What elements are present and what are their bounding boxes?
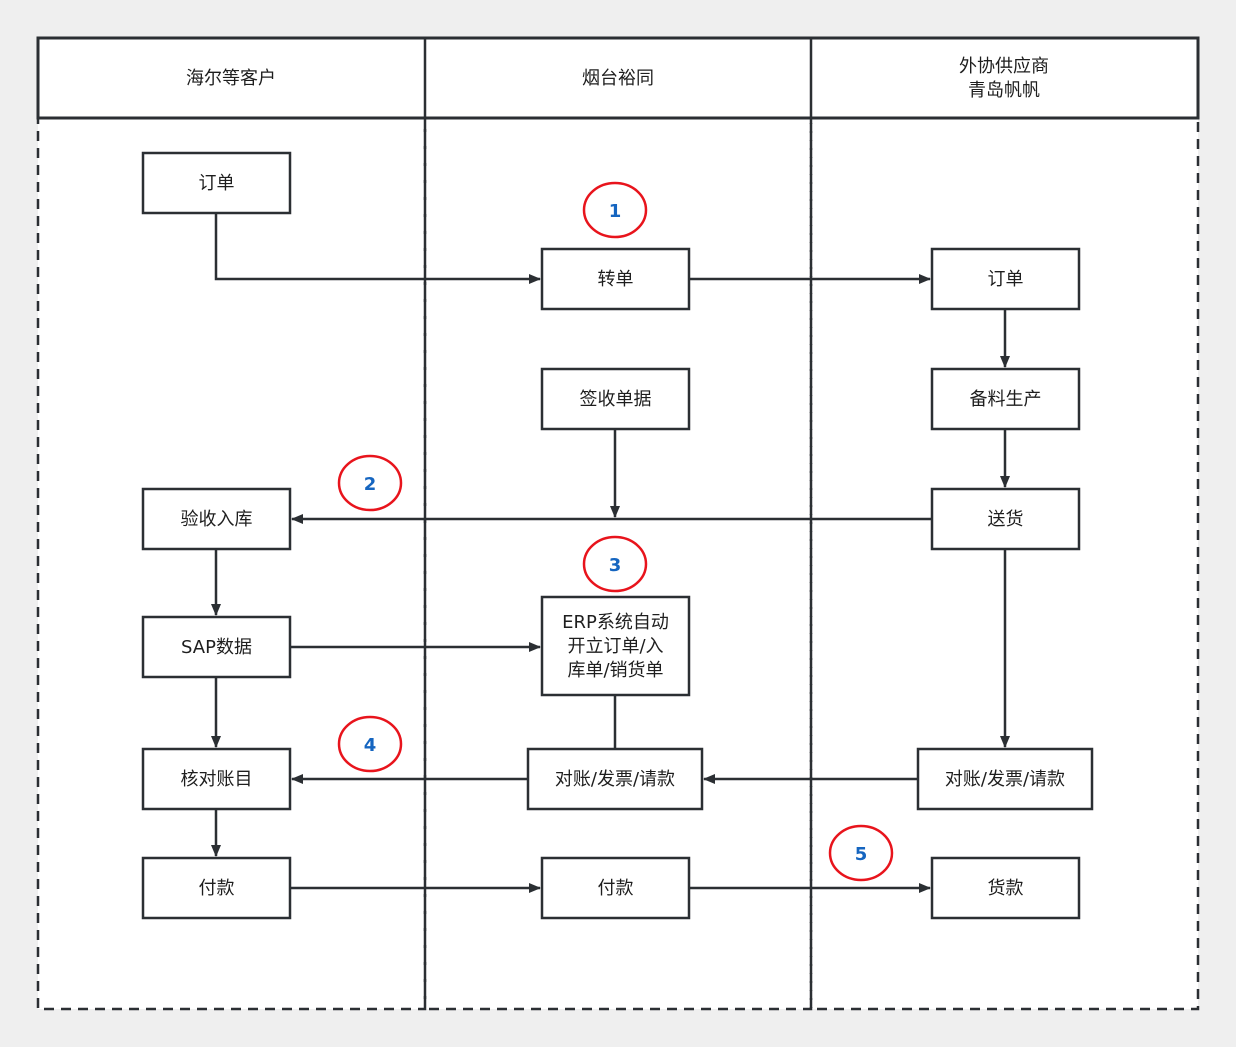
edge-order-to-transfer <box>214 213 541 284</box>
node-label-line: 送货 <box>988 509 1024 530</box>
node-box <box>141 487 292 551</box>
marker-number: 5 <box>855 844 868 865</box>
process-nodes: 订单转单订单签收单据备料生产验收入库送货SAP数据ERP系统自动开立订单/入库单… <box>141 151 1094 920</box>
node-box <box>141 151 292 215</box>
node-label: SAP数据 <box>181 637 252 658</box>
marker-number: 1 <box>609 201 622 222</box>
node-label-line: 付款 <box>199 878 235 899</box>
lane-title-yutong: 烟台裕同 <box>582 68 654 89</box>
node-pay-y: 付款 <box>540 856 691 920</box>
lane-title-text: 烟台裕同 <box>582 68 654 89</box>
node-label-line: 付款 <box>598 878 634 899</box>
lane-title-text-line: 烟台裕同 <box>582 68 654 89</box>
node-label: 付款 <box>199 878 235 899</box>
marker-ring <box>828 824 894 882</box>
node-box <box>930 487 1081 551</box>
node-label: ERP系统自动开立订单/入库单/销货单 <box>562 612 669 681</box>
node-label-line: 开立订单/入 <box>567 636 663 657</box>
node-label: 订单 <box>199 173 235 194</box>
node-label: 付款 <box>598 878 634 899</box>
node-label-line: 转单 <box>598 269 634 290</box>
node-transfer: 转单 <box>540 247 691 311</box>
node-box <box>141 856 292 920</box>
node-goods-pay: 货款 <box>930 856 1081 920</box>
node-label-line: ERP系统自动 <box>562 612 669 633</box>
node-label-line: 对账/发票/请款 <box>945 769 1065 790</box>
header-row <box>36 36 1200 120</box>
lane-title-text: 外协供应商青岛帆帆 <box>959 56 1049 101</box>
marker-number: 3 <box>609 555 622 576</box>
node-label-line: 对账/发票/请款 <box>555 769 675 790</box>
node-label: 对账/发票/请款 <box>555 769 675 790</box>
node-box <box>141 615 292 679</box>
node-label-line: 库单/销货单 <box>567 660 663 681</box>
node-label: 签收单据 <box>580 389 652 410</box>
node-label-line: 货款 <box>988 878 1024 899</box>
node-box <box>930 856 1081 920</box>
step-marker-2: 2 <box>337 454 403 512</box>
node-box <box>540 247 691 311</box>
node-label-line: 订单 <box>199 173 235 194</box>
marker-ring <box>582 181 648 239</box>
step-marker-3: 3 <box>582 535 648 593</box>
step-marker-1: 1 <box>582 181 648 239</box>
lane-title-text: 海尔等客户 <box>186 68 276 89</box>
node-box <box>540 367 691 431</box>
step-marker-4: 4 <box>337 715 403 773</box>
node-cust-order: 订单 <box>141 151 292 215</box>
node-box <box>540 856 691 920</box>
lane-headers: 海尔等客户 烟台裕同 外协供应商青岛帆帆 <box>36 36 1200 120</box>
node-label-line: 验收入库 <box>181 509 253 530</box>
marker-ring <box>337 454 403 512</box>
step-markers: 1 2 3 4 5 <box>337 181 894 882</box>
marker-number: 4 <box>364 735 377 756</box>
node-accept: 验收入库 <box>141 487 292 551</box>
node-box <box>540 595 691 697</box>
node-label-line: SAP数据 <box>181 637 252 658</box>
node-label: 送货 <box>988 509 1024 530</box>
node-erp: ERP系统自动开立订单/入库单/销货单 <box>540 595 691 697</box>
lane-title-supplier: 外协供应商青岛帆帆 <box>959 56 1049 101</box>
lane-title-text-line: 外协供应商 <box>959 56 1049 77</box>
node-deliver: 送货 <box>930 487 1081 551</box>
node-sign: 签收单据 <box>540 367 691 431</box>
node-box <box>141 747 292 811</box>
marker-number: 2 <box>364 474 377 495</box>
lane-title-text-line: 青岛帆帆 <box>968 80 1040 101</box>
node-label-line: 备料生产 <box>970 389 1042 410</box>
node-label: 备料生产 <box>970 389 1042 410</box>
node-label: 核对账目 <box>181 769 253 790</box>
node-sup-order: 订单 <box>930 247 1081 311</box>
node-label-line: 签收单据 <box>580 389 652 410</box>
node-prep: 备料生产 <box>930 367 1081 431</box>
node-label-line: 订单 <box>988 269 1024 290</box>
lane-title-text-line: 海尔等客户 <box>186 68 276 89</box>
node-label: 订单 <box>988 269 1024 290</box>
marker-ring <box>582 535 648 593</box>
marker-ring <box>337 715 403 773</box>
node-recon-s: 对账/发票/请款 <box>916 747 1094 811</box>
lane-title-customer: 海尔等客户 <box>186 68 276 89</box>
node-box <box>930 367 1081 431</box>
node-recon-y: 对账/发票/请款 <box>526 747 704 811</box>
node-label: 验收入库 <box>181 509 253 530</box>
node-box <box>526 747 704 811</box>
connectors <box>211 213 1010 893</box>
node-label: 货款 <box>988 878 1024 899</box>
node-label-line: 核对账目 <box>181 769 253 790</box>
node-label: 对账/发票/请款 <box>945 769 1065 790</box>
step-marker-5: 5 <box>828 824 894 882</box>
node-check: 核对账目 <box>141 747 292 811</box>
node-sap: SAP数据 <box>141 615 292 679</box>
node-label: 转单 <box>598 269 634 290</box>
node-pay-c: 付款 <box>141 856 292 920</box>
node-box <box>916 747 1094 811</box>
node-box <box>930 247 1081 311</box>
